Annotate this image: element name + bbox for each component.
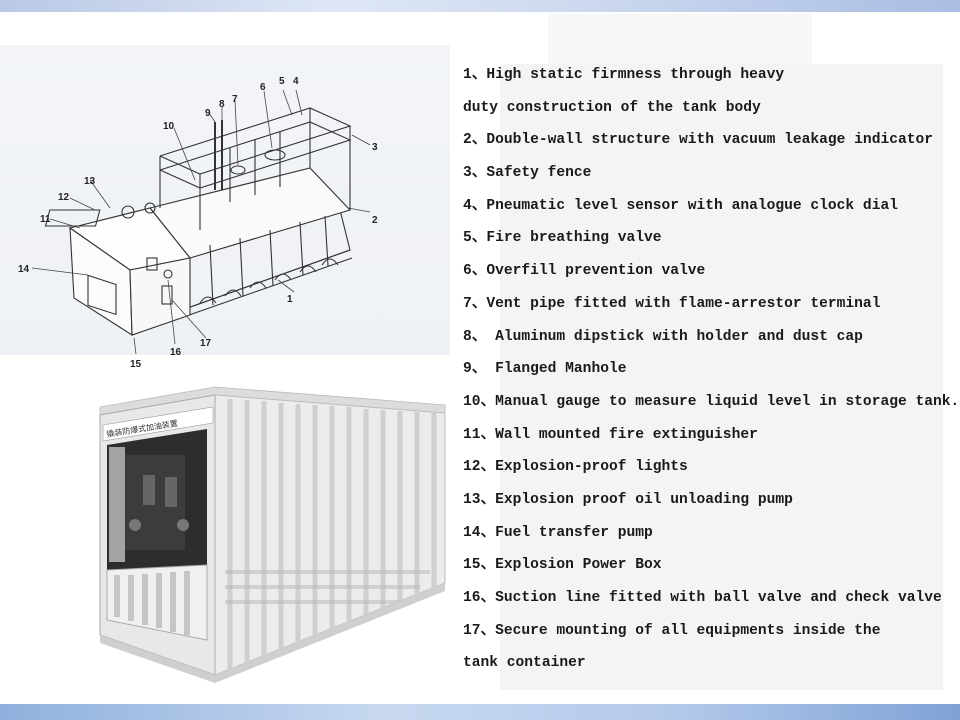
- diagram-label-2: 2: [372, 215, 378, 226]
- feature-line-8: 8、 Aluminum dipstick with holder and dus…: [463, 328, 863, 345]
- feature-line-2: 2、Double-wall structure with vacuum leak…: [463, 132, 933, 149]
- panel-notch: [548, 14, 812, 66]
- feature-line-13: 13、Explosion proof oil unloading pump: [463, 491, 793, 508]
- diagram-label-10: 10: [163, 121, 175, 132]
- feature-line-1: 1、High static firmness through heavy: [463, 67, 785, 83]
- feature-line-4: 4、Pneumatic level sensor with analogue c…: [463, 197, 898, 214]
- diagram-label-4: 4: [293, 76, 299, 87]
- feature-line-1-cont: duty construction of the tank body: [463, 99, 761, 116]
- container-photo: 撬装防爆式加油装置: [99, 386, 446, 683]
- top-decorative-bar: [0, 0, 960, 12]
- diagram-label-9: 9: [205, 108, 211, 119]
- diagram-label-14: 14: [18, 264, 30, 275]
- diagram-label-3: 3: [372, 142, 378, 153]
- feature-line-16: 16、Suction line fitted with ball valve a…: [463, 590, 942, 606]
- features-panel-background: [500, 64, 943, 690]
- feature-line-10: 10、Manual gauge to measure liquid level …: [463, 393, 960, 410]
- diagram-label-17: 17: [200, 338, 212, 349]
- feature-line-15: 15、Explosion Power Box: [463, 557, 662, 574]
- diagram-label-7: 7: [232, 94, 238, 105]
- diagram-label-13: 13: [84, 176, 96, 187]
- feature-list: 1、High static firmness through heavy dut…: [463, 62, 960, 683]
- diagram-label-15: 15: [130, 359, 142, 370]
- diagram-label-1: 1: [287, 294, 293, 305]
- feature-line-17: 17、Secure mounting of all equipments ins…: [463, 622, 881, 639]
- diagram-label-5: 5: [279, 76, 285, 87]
- bottom-decorative-bar: [0, 704, 960, 720]
- feature-line-7: 7、Vent pipe fitted with flame-arrestor t…: [463, 295, 881, 312]
- feature-line-5: 5、Fire breathing valve: [463, 230, 662, 247]
- feature-line-11: 11、Wall mounted fire extinguisher: [463, 426, 758, 443]
- feature-line-6: 6、Overfill prevention valve: [463, 263, 706, 280]
- diagram-label-11: 11: [40, 214, 51, 225]
- feature-line-14: 14、Fuel transfer pump: [463, 524, 653, 541]
- diagram-label-6: 6: [260, 82, 266, 93]
- feature-line-12: 12、Explosion-proof lights: [463, 459, 688, 476]
- diagram-label-16: 16: [170, 347, 182, 358]
- feature-line-9: 9、 Flanged Manhole: [463, 361, 627, 378]
- feature-line-17-cont: tank container: [463, 655, 586, 672]
- tank-line-diagram: 1 2 3 4 5 6 7 8 9 10 11 12 13 14 15 16 1…: [18, 76, 378, 370]
- diagram-label-12: 12: [58, 192, 70, 203]
- diagram-label-8: 8: [219, 99, 225, 110]
- feature-line-3: 3、Safety fence: [463, 165, 592, 182]
